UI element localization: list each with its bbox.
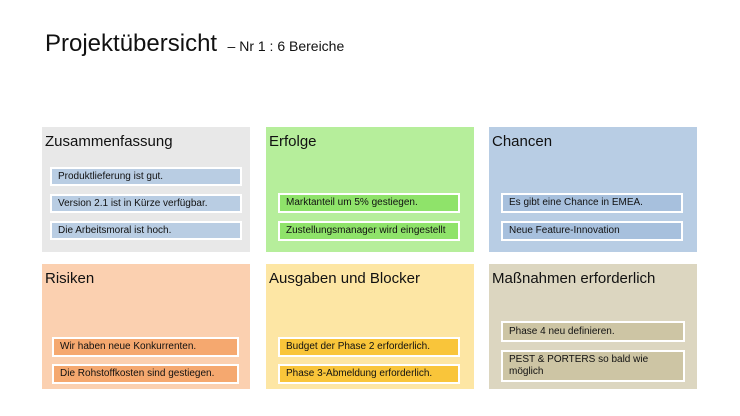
section-ausgaben-und-blocker: Ausgaben und Blocker Budget der Phase 2 … <box>266 264 474 389</box>
list-item: Budget der Phase 2 erforderlich. <box>278 337 460 357</box>
section-risiken: Risiken Wir haben neue Konkurrenten. Die… <box>42 264 250 389</box>
list-item: Marktanteil um 5% gestiegen. <box>278 193 460 213</box>
section-title: Maßnahmen erforderlich <box>492 270 656 287</box>
section-title: Risiken <box>45 270 95 287</box>
list-item: Die Rohstoffkosten sind gestiegen. <box>52 364 239 384</box>
section-massnahmen-erforderlich: Maßnahmen erforderlich Phase 4 neu defin… <box>489 264 697 389</box>
list-item: Neue Feature-Innovation <box>501 221 683 241</box>
list-item: Es gibt eine Chance in EMEA. <box>501 193 683 213</box>
section-title: Erfolge <box>269 133 317 150</box>
list-item: PEST & PORTERS so bald wie möglich <box>501 350 685 382</box>
list-item: Phase 4 neu definieren. <box>501 321 685 342</box>
list-item: Phase 3-Abmeldung erforderlich. <box>278 364 460 384</box>
section-title: Zusammenfassung <box>45 133 173 150</box>
section-title: Ausgaben und Blocker <box>269 270 420 287</box>
section-erfolge: Erfolge Marktanteil um 5% gestiegen. Zus… <box>266 127 474 252</box>
list-item: Die Arbeitsmoral ist hoch. <box>50 221 242 240</box>
list-item: Produktlieferung ist gut. <box>50 167 242 186</box>
page-title: Projektübersicht – Nr 1 : 6 Bereiche <box>45 30 344 58</box>
section-title: Chancen <box>492 133 553 150</box>
list-item: Version 2.1 ist in Kürze verfügbar. <box>50 194 242 213</box>
section-chancen: Chancen Es gibt eine Chance in EMEA. Neu… <box>489 127 697 252</box>
list-item: Zustellungsmanager wird eingestellt <box>278 221 460 241</box>
title-main: Projektübersicht <box>45 30 218 57</box>
title-subtitle: – Nr 1 : 6 Bereiche <box>227 38 345 54</box>
section-zusammenfassung: Zusammenfassung Produktlieferung ist gut… <box>42 127 250 252</box>
list-item: Wir haben neue Konkurrenten. <box>52 337 239 357</box>
